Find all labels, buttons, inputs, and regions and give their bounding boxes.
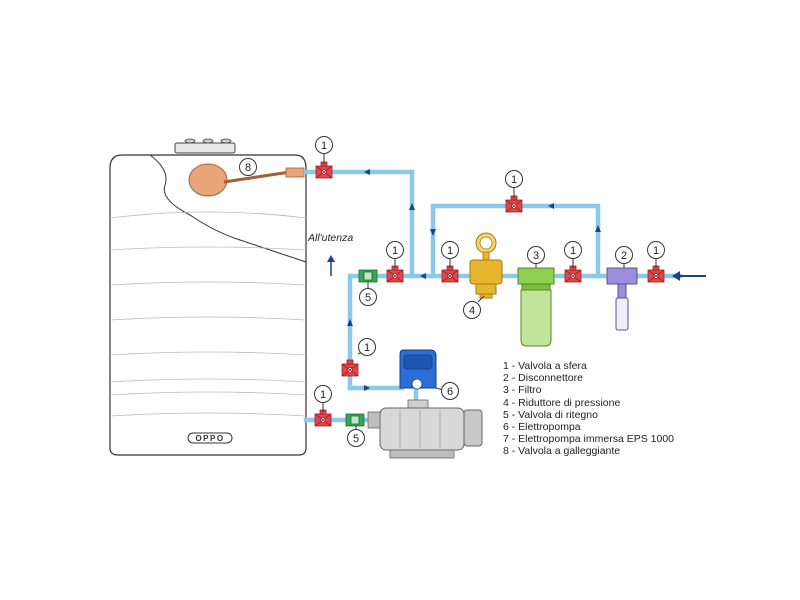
svg-text:1: 1 bbox=[447, 245, 453, 257]
callout-8-float: 8 bbox=[239, 158, 257, 176]
svg-text:5: 5 bbox=[365, 292, 371, 304]
callout-1-bypass: 1 bbox=[505, 170, 523, 198]
callout-4-reducer: 4 bbox=[463, 295, 485, 319]
legend-item: 4 - Riduttore di pressione bbox=[503, 396, 621, 409]
callout-1-inlet: 1 bbox=[315, 136, 333, 164]
check-valve-pump bbox=[345, 413, 365, 427]
tank-logo: OPPO bbox=[195, 434, 224, 443]
svg-text:5: 5 bbox=[353, 433, 359, 445]
legend-item: 1 - Valvola a sfera bbox=[503, 360, 587, 372]
check-valve-main bbox=[358, 269, 378, 283]
water-tank: OPPO bbox=[109, 138, 307, 456]
svg-text:8: 8 bbox=[245, 162, 251, 174]
callout-5-pump: 5 bbox=[347, 426, 365, 447]
ball-valve-main-2 bbox=[441, 265, 459, 283]
utenza-label: All'utenza bbox=[308, 232, 354, 244]
disconnector bbox=[606, 267, 638, 331]
legend-item: 3 - Filtro bbox=[503, 384, 542, 397]
callout-1-main-1: 1 bbox=[386, 241, 404, 268]
svg-text:1: 1 bbox=[392, 245, 398, 257]
svg-text:4: 4 bbox=[469, 305, 475, 317]
callout-5-main: 5 bbox=[359, 282, 377, 306]
pressure-reducer bbox=[469, 232, 503, 299]
ball-valve-main-1 bbox=[386, 265, 404, 283]
svg-text:1: 1 bbox=[321, 140, 327, 152]
legend-item: 7 - Elettropompa immersa EPS 1000 bbox=[503, 433, 674, 446]
legend-item: 6 - Elettropompa bbox=[503, 421, 581, 434]
callout-3-filter: 3 bbox=[527, 246, 545, 268]
svg-text:1: 1 bbox=[320, 389, 326, 401]
ball-valve-main-4 bbox=[647, 265, 665, 283]
callout-1-vertical: 1 bbox=[357, 338, 376, 356]
callout-2-disconnector: 2 bbox=[615, 246, 633, 268]
svg-text:3: 3 bbox=[533, 250, 539, 262]
legend: 1 - Valvola a sfera 2 - Disconnettore 3 … bbox=[503, 360, 674, 458]
ball-valve-inlet bbox=[315, 161, 333, 179]
ball-valve-main-3 bbox=[564, 265, 582, 283]
callout-1-main-2: 1 bbox=[441, 241, 459, 268]
svg-text:6: 6 bbox=[447, 386, 453, 398]
svg-text:1: 1 bbox=[511, 174, 517, 186]
ball-valve-vertical bbox=[341, 359, 359, 377]
svg-text:1: 1 bbox=[653, 245, 659, 257]
ball-valve-tank-outlet bbox=[314, 409, 332, 427]
svg-text:1: 1 bbox=[364, 342, 370, 354]
svg-text:2: 2 bbox=[621, 250, 627, 262]
flow-arrows bbox=[327, 169, 706, 391]
legend-item: 5 - Valvola di ritegno bbox=[503, 408, 598, 421]
legend-item: 8 - Valvola a galleggiante bbox=[503, 445, 621, 458]
legend-item: 2 - Disconnettore bbox=[503, 372, 583, 385]
svg-text:1: 1 bbox=[570, 245, 576, 257]
float-valve bbox=[188, 163, 305, 197]
callout-6-pump: 6 bbox=[435, 382, 459, 400]
ball-valve-bypass bbox=[505, 195, 523, 213]
electropump bbox=[367, 349, 483, 459]
callout-1-main-3: 1 bbox=[564, 241, 582, 268]
callout-1-main-4: 1 bbox=[647, 241, 665, 268]
callout-1-tank-outlet: 1 bbox=[314, 385, 332, 412]
filter bbox=[517, 267, 555, 347]
